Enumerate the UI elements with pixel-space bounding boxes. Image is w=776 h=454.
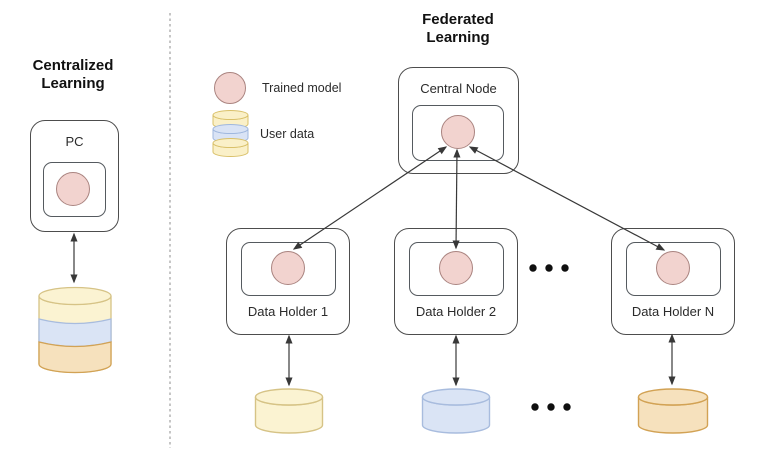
trained-model-circle (56, 172, 90, 206)
legend-user-data-label: User data (260, 127, 315, 141)
ellipsis-dots-lower-icon (531, 403, 571, 411)
data-holder-n-label: Data Holder N (631, 304, 715, 319)
data-holder-1-model-circle (271, 251, 305, 285)
data-holder-2-model-circle (439, 251, 473, 285)
data-holder-n-inner-box (626, 242, 721, 296)
centralized-database-cylinder-icon (38, 286, 112, 374)
legend-user-data-icon (212, 110, 249, 157)
legend-trained-model-icon (214, 72, 246, 104)
pc-inner-box (43, 162, 106, 217)
data-holder-n-box: Data Holder N (611, 228, 735, 335)
legend-trained-model-label: Trained model (262, 81, 342, 95)
federated-learning-title: Federated Learning (422, 11, 494, 46)
data-holder-2-database-icon (421, 388, 491, 434)
pc-label: PC (65, 134, 84, 149)
centralized-learning-title: Centralized Learning (32, 57, 114, 92)
ellipsis-dots-upper-icon (529, 264, 569, 272)
central-node-label: Central Node (420, 81, 497, 96)
central-node-model-circle (441, 115, 475, 149)
data-holder-2-box: Data Holder 2 (394, 228, 518, 335)
data-holder-1-inner-box (241, 242, 336, 296)
data-holder-1-box: Data Holder 1 (226, 228, 350, 335)
data-holder-2-label: Data Holder 2 (415, 304, 497, 319)
data-holder-1-database-icon (254, 388, 324, 434)
data-holder-n-database-icon (637, 388, 709, 434)
data-holder-1-label: Data Holder 1 (247, 304, 329, 319)
data-holder-n-model-circle (656, 251, 690, 285)
pc-node-box: PC (30, 120, 119, 232)
central-node-box: Central Node (398, 67, 519, 174)
